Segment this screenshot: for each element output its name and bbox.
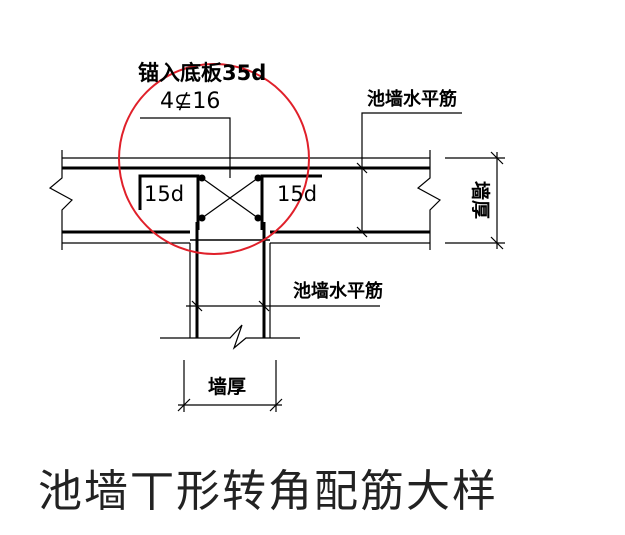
break-lines (48, 150, 441, 250)
top-bar-label: 池墙水平筋 (367, 88, 457, 110)
branch-wall-bars (190, 222, 270, 338)
wall-thickness-bottom-label: 墙厚 (208, 375, 246, 398)
top-bar-leader (356, 112, 462, 238)
branch-bar-leader (186, 300, 380, 312)
wall-thickness-right-label: 墙厚 (469, 181, 492, 219)
right-dimension (445, 151, 505, 250)
main-wall-outline (62, 157, 430, 244)
dev-length-right-label: 15d (277, 182, 317, 206)
cross-ties (201, 177, 259, 219)
diagram-title: 池墙丅形转角配筋大样 (38, 466, 498, 517)
bar-spec-label: 4⊈16 (160, 89, 220, 114)
main-wall-horizontal-bars (62, 166, 430, 234)
highlight-circle (118, 63, 310, 255)
hooked-bars (138, 174, 322, 230)
anchor-leader (140, 117, 231, 178)
bar-dots (198, 174, 262, 222)
dev-length-left-label: 15d (144, 182, 184, 206)
bottom-dimension (177, 360, 283, 412)
branch-bar-label: 池墙水平筋 (293, 280, 383, 302)
anchor-note-label: 锚入底板35d (138, 61, 266, 85)
branch-wall-outline (160, 243, 300, 350)
